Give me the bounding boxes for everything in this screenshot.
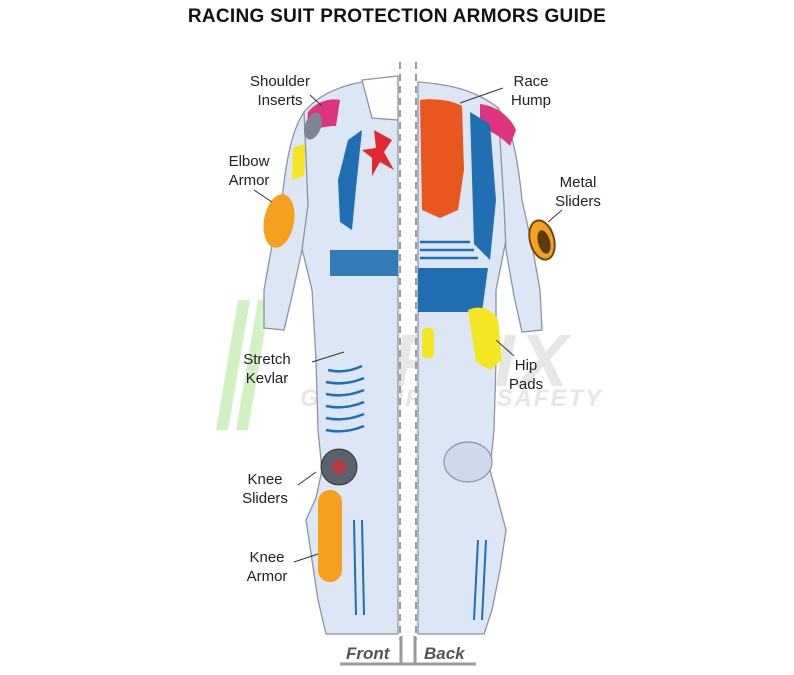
page-title: RACING SUIT PROTECTION ARMORS GUIDE (187, 6, 607, 27)
front-leg-lines (353, 519, 365, 616)
back-accordion (420, 240, 478, 260)
hip-pad-left (422, 328, 434, 358)
label-back: Back (424, 644, 465, 663)
back-blue-panel (470, 112, 496, 260)
footer-stand (340, 636, 476, 666)
back-leg-lines (473, 539, 487, 621)
center-divider (399, 62, 417, 640)
suit-front-details (263, 99, 398, 616)
suit-back-details (418, 99, 556, 621)
watermark-slashes (216, 300, 270, 430)
label-front: Front (346, 644, 390, 663)
front-elbow-armor (263, 194, 295, 248)
front-red-logo (362, 130, 394, 176)
race-hump (420, 99, 464, 218)
back-shoulder-insert (480, 104, 516, 146)
front-knee-armor (318, 490, 342, 582)
hip-pad-right (468, 307, 502, 370)
leader-lines (253, 87, 563, 563)
front-blue-panel (338, 130, 362, 230)
front-elbow-yellow (292, 144, 305, 180)
front-kevlar-stripes (325, 364, 365, 433)
